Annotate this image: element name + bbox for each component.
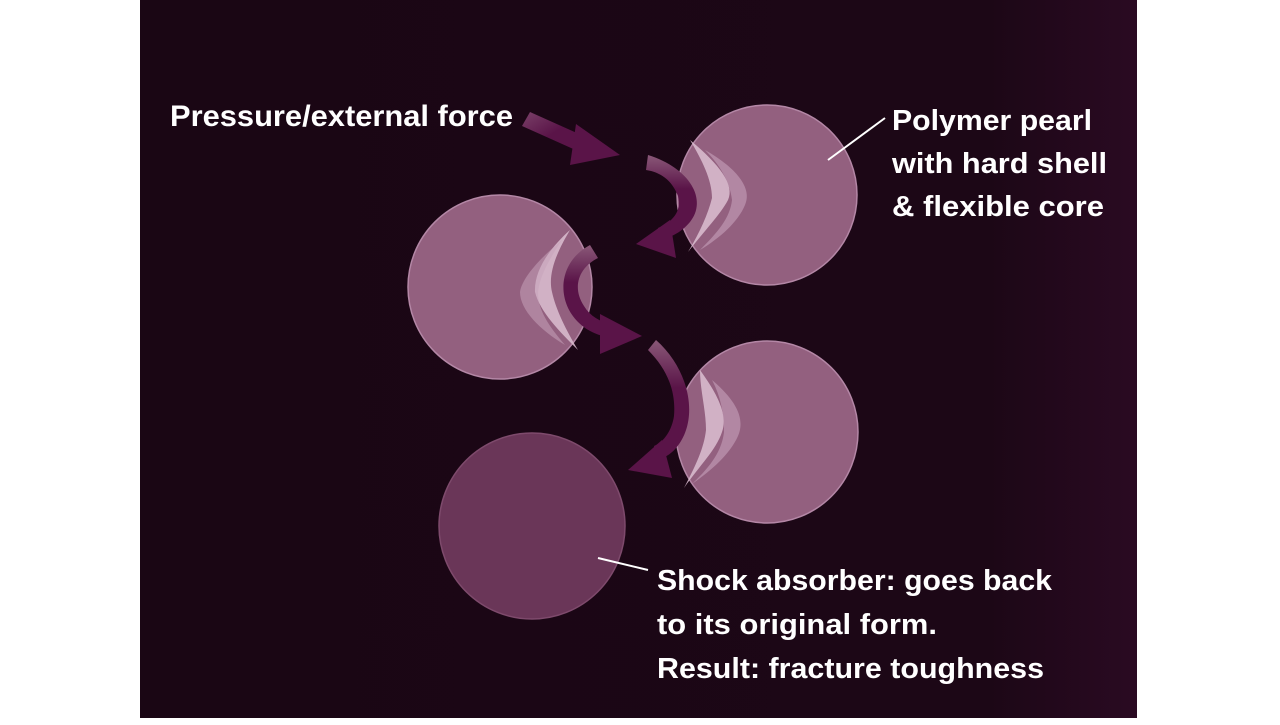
leader-line-pearl — [827, 117, 886, 161]
label-pressure: Pressure/external force — [170, 100, 513, 133]
label-pearl-line3: & flexible core — [892, 191, 1104, 223]
arrow-3-body — [563, 245, 612, 338]
pearl-circle-icon — [676, 104, 858, 286]
label-shock-line1: Shock absorber: goes back — [657, 565, 1053, 597]
polymer-pearl-bottom-left — [438, 432, 626, 620]
polymer-pearl-left — [407, 194, 593, 380]
pearl-circle-icon — [407, 194, 593, 380]
label-shock-line3: Result: fracture toughness — [657, 653, 1044, 685]
pearl-shell-deformation — [684, 370, 724, 488]
diagram-panel — [140, 0, 1137, 718]
curved-arrow-icon — [628, 340, 690, 478]
pearl-shell-highlight — [700, 150, 747, 250]
arrow-4-head — [628, 440, 672, 478]
curved-arrow-icon — [636, 155, 697, 258]
curved-arrow-icon — [563, 245, 642, 354]
arrow-1-head — [570, 124, 620, 165]
polymer-pearl-bottom-right — [675, 340, 859, 524]
curved-arrow-icon — [522, 112, 620, 165]
arrow-4-body — [648, 340, 690, 460]
pearl-shell-deformation — [688, 140, 730, 252]
pearl-circle-icon — [675, 340, 859, 524]
pearl-shell-highlight — [520, 240, 565, 345]
pearl-circle-icon — [438, 432, 626, 620]
pearl-shell-highlight — [692, 380, 741, 484]
arrow-3-head — [600, 314, 642, 354]
label-pearl-line1: Polymer pearl — [892, 105, 1092, 137]
label-shock-line2: to its original form. — [657, 609, 937, 641]
arrow-2-head — [636, 220, 676, 258]
arrow-1-shaft — [522, 112, 588, 152]
label-pearl-line2: with hard shell — [891, 148, 1107, 180]
arrow-2-body — [646, 155, 697, 240]
leader-line-shock — [597, 557, 649, 571]
polymer-pearl-top-right — [676, 104, 858, 286]
